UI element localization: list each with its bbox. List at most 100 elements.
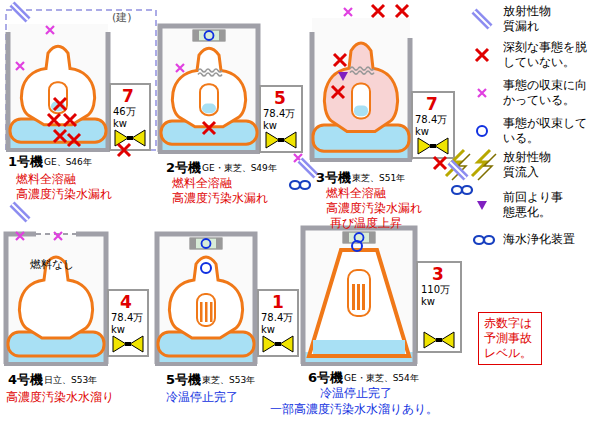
steam-wave (366, 67, 374, 70)
turbine-shaft (275, 342, 281, 346)
converging-mark (46, 26, 54, 34)
serious-mark (396, 5, 408, 17)
building-floor (8, 24, 108, 150)
accident-level: 1 (272, 292, 284, 312)
purifier-mark (474, 236, 484, 244)
turbine-shaft (436, 338, 442, 342)
legend-swatch (478, 89, 486, 97)
turbine-shaft (125, 342, 131, 346)
steam-wave (206, 69, 214, 72)
reactor-unit: 778.4万 kw3号機東芝、S51年燃料全溶融高濃度汚染水漏れ再び温度上昇 (308, 4, 468, 233)
building-base (155, 362, 257, 366)
containment-vessel (324, 43, 397, 131)
crane-box (193, 30, 225, 41)
reactor-vessel (352, 84, 370, 119)
steam-wave (358, 71, 366, 74)
turbine-shaft (430, 144, 436, 148)
serious-mark (54, 98, 66, 110)
legend-text: 事態が収束している。 (503, 116, 589, 146)
legend-swatch (476, 49, 488, 61)
legend-text: 深刻な事態を脱していない。 (503, 40, 589, 70)
leak-mark (300, 160, 316, 176)
legend-text: 事態の収束に向かっている。 (503, 78, 589, 108)
unit-text: 燃料全溶融 (172, 176, 232, 190)
turbine-symbol (263, 336, 293, 352)
steam-wave (350, 67, 358, 70)
crane-end (219, 30, 225, 41)
unit-text: 冷温停止完了 (166, 390, 238, 404)
leak-mark-core (300, 160, 316, 176)
legend-text: 海水浄化装置 (503, 232, 589, 247)
purifier-mark (290, 181, 300, 189)
unit-text: 110万 kw (421, 284, 450, 307)
melted-fuel (202, 104, 216, 114)
unit-text: 燃料全溶融 (16, 172, 76, 186)
fuel-rod (210, 302, 213, 322)
unit-text: 東芝、S53年 (202, 375, 255, 386)
purifier-mark (452, 186, 462, 194)
leak-mark-core (450, 162, 466, 178)
converging-mark (344, 8, 352, 16)
turbine-symbol (418, 138, 448, 154)
steam-wave (350, 71, 358, 74)
containment-vessel (21, 46, 94, 125)
unit-text: 1号機 (8, 154, 43, 170)
fuel-rod (205, 302, 208, 322)
building-base (6, 148, 110, 152)
legend-swatch (477, 126, 487, 136)
turbine-building (417, 262, 461, 352)
reactor-unit: 478.4万 kw燃料なし4号機日立、S53年高濃度汚染水水溜り (3, 222, 155, 407)
unit-text: 78.4万 kw (263, 108, 295, 131)
building-base (158, 150, 260, 154)
serious-mark (203, 122, 215, 134)
collapsed-building-outline (6, 10, 156, 150)
turbine-symbol (113, 336, 143, 352)
unit-text: GE・東芝、S54年 (344, 373, 419, 384)
water-pool (313, 340, 405, 354)
building-base (310, 158, 412, 162)
serious-mark (332, 86, 344, 98)
converging-mark (176, 64, 184, 72)
converging-mark (54, 232, 62, 240)
worsened-mark (338, 72, 348, 81)
leak-mark (12, 4, 28, 20)
legend-text: 放射性物質漏れ (503, 4, 555, 34)
turbine-building (258, 290, 298, 356)
building-floor (157, 234, 255, 364)
unit-text: 78.4万 kw (415, 114, 447, 137)
unit-text: 46万 kw (113, 106, 136, 129)
steam-wave (206, 73, 214, 76)
crane-end (343, 232, 349, 243)
steam-wave (366, 71, 374, 74)
containment-vessel (169, 257, 242, 338)
building-base (4, 362, 108, 366)
legend-text: 前回より事態悪化。 (503, 190, 565, 220)
settled-mark (352, 241, 362, 251)
serious-mark (434, 157, 446, 169)
turbine-building (108, 290, 148, 356)
worsened-mark (477, 201, 487, 210)
unit-text: 再び温度上昇 (330, 216, 402, 230)
steam-wave (214, 73, 222, 76)
reactor-unit: 578.4万 kw2号機GE・東芝、S49年燃料全溶融高濃度汚染水漏れ (158, 8, 308, 208)
accident-level: 7 (426, 94, 438, 114)
converging-mark (16, 62, 24, 70)
reactor-unit: 746万 kw1号機GE、S46年燃料全溶融高濃度汚染水漏れ (5, 8, 157, 204)
serious-mark (68, 134, 80, 146)
fuel-rod (362, 284, 365, 310)
unit-text: 高濃度汚染水漏れ (16, 187, 112, 201)
turbine-building (412, 92, 454, 158)
unit-text: 冷温停止完了 (320, 386, 392, 400)
note-text: 赤数字は予測事故レベル。 (484, 316, 536, 361)
reactor-vessel (49, 82, 67, 113)
legend-swatch (474, 236, 494, 244)
building-wall (160, 26, 258, 152)
unit-text: 2号機 (166, 160, 201, 176)
accident-level: 4 (120, 292, 132, 312)
reactor-vessel (200, 84, 218, 115)
building-wall (157, 234, 255, 364)
serious-mark (334, 54, 346, 66)
legend-swatch (472, 150, 496, 180)
building-label: (建) (112, 11, 132, 24)
